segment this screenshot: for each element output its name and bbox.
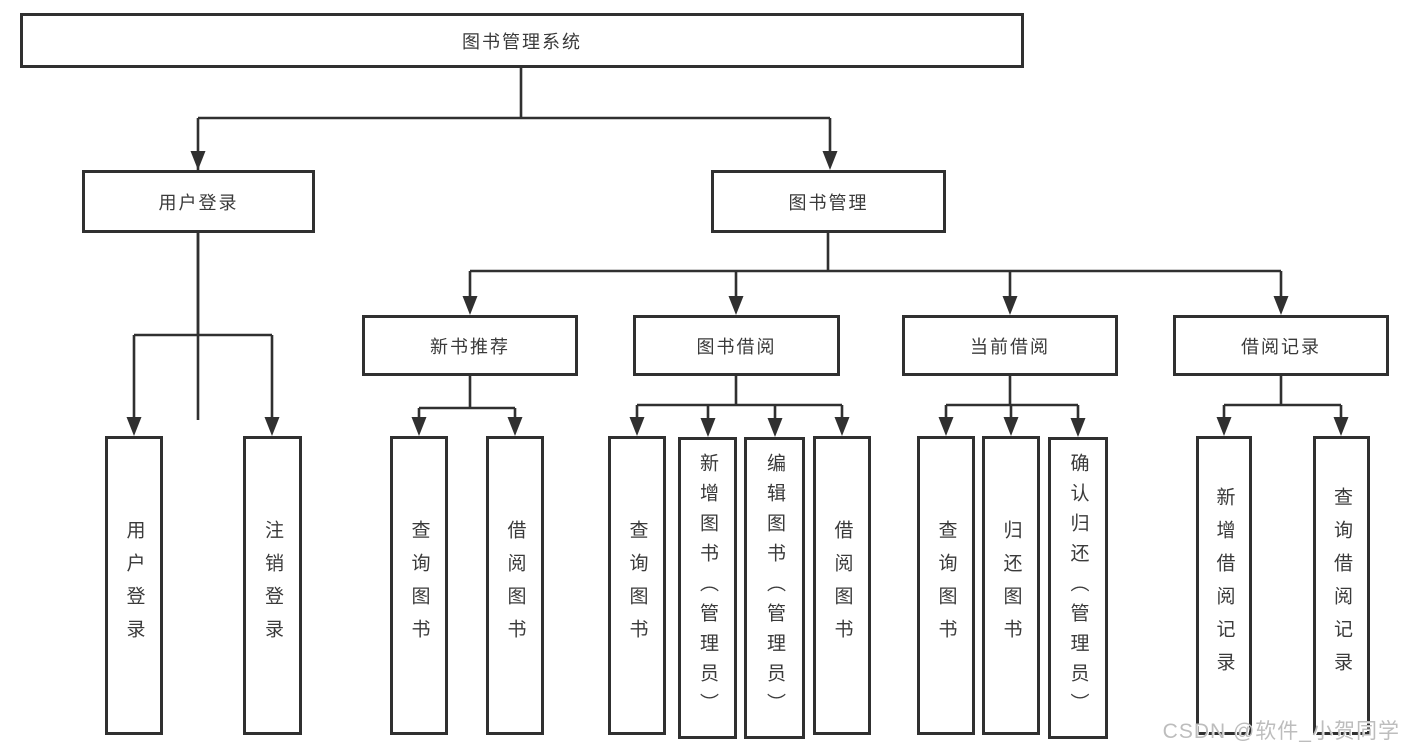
csdn-watermark: CSDN @软件_小贺同学 bbox=[1162, 720, 1400, 743]
node-root-system: 图书管理系统 bbox=[20, 13, 1024, 68]
connector-current-borrow-branch bbox=[938, 376, 1086, 437]
connector-new-book-branch bbox=[411, 376, 523, 436]
leaf-logout: 注销登录 bbox=[243, 436, 302, 735]
leaf-return-book: 归还图书 bbox=[982, 436, 1040, 735]
leaf-query-book-borrow: 查询图书 bbox=[608, 436, 666, 735]
leaf-add-borrow-record: 新增借阅记录 bbox=[1196, 436, 1252, 735]
node-current-borrow: 当前借阅 bbox=[902, 315, 1118, 376]
node-new-book-recommend: 新书推荐 bbox=[362, 315, 578, 376]
node-book-borrow: 图书借阅 bbox=[633, 315, 840, 376]
node-book-management: 图书管理 bbox=[711, 170, 946, 233]
leaf-query-book-current: 查询图书 bbox=[917, 436, 975, 735]
node-borrow-record: 借阅记录 bbox=[1173, 315, 1389, 376]
leaf-confirm-return-admin: 确认归还（管理员） bbox=[1048, 437, 1108, 739]
leaf-add-book-admin: 新增图书（管理员） bbox=[678, 437, 737, 739]
leaf-query-borrow-record: 查询借阅记录 bbox=[1313, 436, 1370, 735]
leaf-borrow-book-recommend: 借阅图书 bbox=[486, 436, 544, 735]
leaf-borrow-book: 借阅图书 bbox=[813, 436, 871, 735]
connector-borrow-record-branch bbox=[1216, 376, 1349, 436]
connector-user-login-branch bbox=[126, 233, 280, 436]
node-user-login: 用户登录 bbox=[82, 170, 315, 233]
connector-book-borrow-branch bbox=[629, 376, 850, 437]
leaf-edit-book-admin: 编辑图书（管理员） bbox=[744, 437, 805, 739]
leaf-query-book-recommend: 查询图书 bbox=[390, 436, 448, 735]
leaf-user-login: 用户登录 bbox=[105, 436, 163, 735]
connector-book-mgmt-branch bbox=[462, 233, 1289, 315]
